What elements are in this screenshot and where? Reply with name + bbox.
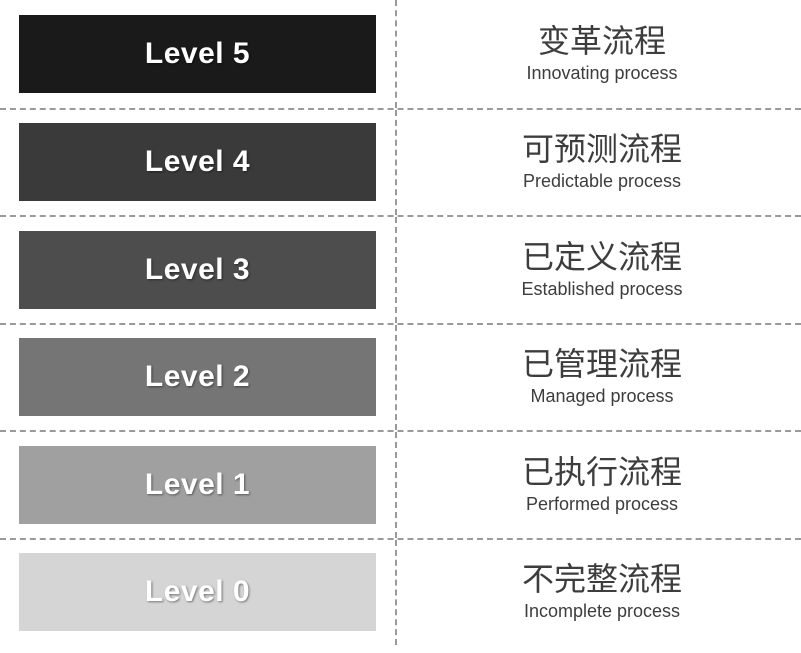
level-name-en: Managed process — [530, 386, 674, 407]
level-name-cn: 已管理流程 — [521, 346, 682, 383]
level-bar-0: Level 0 — [19, 553, 376, 632]
level-row: Level 5 变革流程 Innovating process — [0, 0, 801, 108]
level-row: Level 1 已执行流程 Performed process — [0, 430, 801, 538]
level-bar-cell: Level 4 — [0, 110, 395, 216]
level-row: Level 4 可预测流程 Predictable process — [0, 107, 801, 216]
level-description-cell: 已管理流程 Managed process — [397, 325, 801, 431]
level-name-en: Innovating process — [526, 62, 678, 83]
level-bar-label: Level 1 — [144, 467, 251, 501]
level-description-cell: 不完整流程 Incomplete process — [397, 540, 801, 646]
level-bar-cell: Level 0 — [0, 540, 395, 646]
level-name-cn: 已定义流程 — [521, 238, 682, 275]
level-name-en: Established process — [521, 278, 683, 299]
vertical-divider — [395, 217, 397, 323]
vertical-divider — [395, 109, 397, 215]
level-row: Level 0 不完整流程 Incomplete process — [0, 537, 801, 646]
vertical-divider — [395, 539, 397, 645]
level-name-en: Performed process — [525, 493, 679, 514]
level-bar-cell: Level 5 — [0, 0, 395, 108]
vertical-divider — [395, 324, 397, 430]
level-row: Level 3 已定义流程 Established process — [0, 215, 801, 323]
level-row: Level 2 已管理流程 Managed process — [0, 322, 801, 431]
level-bar-5: Level 5 — [19, 14, 376, 93]
level-bar-cell: Level 2 — [0, 325, 395, 431]
level-bar-label: Level 0 — [144, 575, 251, 609]
level-bar-2: Level 2 — [19, 338, 376, 417]
level-bar-1: Level 1 — [19, 445, 376, 524]
level-bar-4: Level 4 — [19, 123, 376, 202]
level-bar-label: Level 2 — [144, 360, 251, 394]
level-bar-label: Level 5 — [144, 36, 251, 70]
level-bar-cell: Level 1 — [0, 432, 395, 538]
level-description-cell: 变革流程 Innovating process — [397, 0, 801, 108]
vertical-divider — [395, 432, 397, 538]
vertical-divider — [395, 0, 397, 108]
level-bar-cell: Level 3 — [0, 217, 395, 323]
level-description-cell: 已执行流程 Performed process — [397, 432, 801, 538]
level-name-cn: 已执行流程 — [521, 453, 682, 490]
level-bar-3: Level 3 — [19, 230, 376, 309]
level-name-cn: 不完整流程 — [521, 561, 682, 598]
level-name-en: Incomplete process — [523, 601, 681, 622]
level-bar-label: Level 4 — [144, 145, 251, 179]
level-name-en: Predictable process — [522, 171, 682, 192]
level-bar-label: Level 3 — [144, 252, 251, 286]
level-name-cn: 可预测流程 — [521, 131, 682, 168]
level-description-cell: 可预测流程 Predictable process — [397, 110, 801, 216]
level-description-cell: 已定义流程 Established process — [397, 217, 801, 323]
level-name-cn: 变革流程 — [537, 22, 666, 59]
